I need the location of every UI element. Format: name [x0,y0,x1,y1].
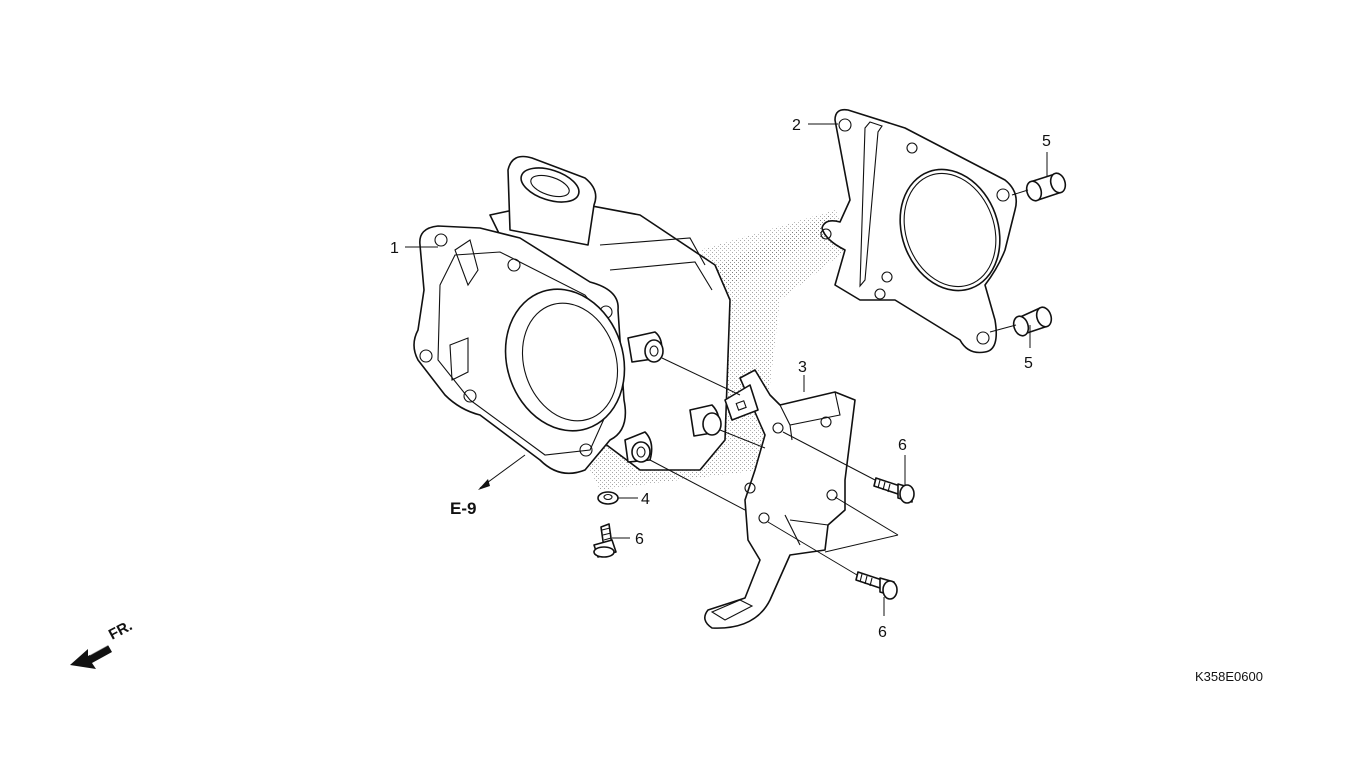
stay-bracket-part [704,369,856,629]
diagram-code: K358E0600 [1195,669,1263,684]
bolt-left-part [593,523,617,558]
reference-label: E-9 [450,499,476,518]
bolt-right-top-part [873,477,915,504]
callout-4: 4 [641,491,650,508]
callout-6-right-bottom: 6 [878,624,887,641]
assembly-guide-lines [649,189,1029,576]
cylinder-part [413,155,731,475]
gasket-part [820,108,1018,354]
front-marker-label: FR. [106,617,135,643]
washer-part [597,491,619,505]
dowel-pin-top [1025,172,1067,202]
callout-leaders [405,123,1048,616]
callout-5-bottom: 5 [1024,355,1033,372]
callout-6-left: 6 [635,531,644,548]
callout-6-right-top: 6 [898,437,907,454]
callout-5-top: 5 [1042,133,1051,150]
front-arrow-icon [70,643,112,669]
bolt-right-bottom-part [855,571,898,600]
callout-2: 2 [792,117,801,134]
callout-3: 3 [798,359,807,376]
callout-1: 1 [390,240,399,257]
dowel-pin-bottom [1012,306,1053,337]
